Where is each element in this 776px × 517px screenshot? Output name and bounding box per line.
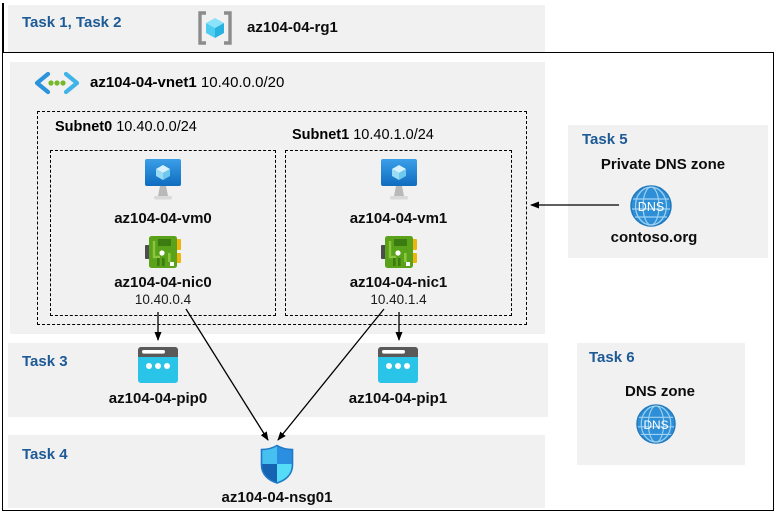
outer-border	[2, 52, 774, 511]
public-ip-icon	[138, 347, 178, 383]
task5-box	[568, 125, 768, 258]
vm-icon	[380, 159, 417, 200]
subnet0-name: Subnet0	[55, 119, 113, 135]
task6-box	[577, 343, 745, 465]
pip0-name: az104-04-pip0	[108, 390, 208, 407]
nsg-name: az104-04-nsg01	[221, 489, 333, 506]
vm0-name: az104-04-vm0	[114, 210, 212, 227]
pip1-node: az104-04-pip1	[328, 346, 468, 407]
dns-icon: DNS	[636, 404, 676, 444]
public-ip-icon	[378, 347, 418, 383]
subnet1-cidr: 10.40.1.0/24	[353, 127, 434, 143]
subnet1-content: az104-04-vm1 az104-04-nic1 10.40.1.4	[287, 158, 510, 307]
pip1-name: az104-04-pip1	[348, 390, 448, 407]
task1-2-label: Task 1, Task 2	[22, 14, 122, 31]
resource-group-icon	[198, 11, 232, 45]
vm1-name: az104-04-vm1	[349, 210, 448, 227]
task3-label: Task 3	[22, 353, 68, 370]
nic-icon	[380, 236, 417, 268]
nsg-shield-icon	[260, 444, 294, 484]
nic0-name: az104-04-nic0	[114, 274, 212, 291]
dns-icon: DNS	[630, 185, 672, 227]
vnet-icon	[34, 71, 80, 95]
task4-label: Task 4	[22, 446, 68, 463]
svg-text:DNS: DNS	[643, 418, 668, 432]
task5-label: Task 5	[582, 131, 628, 148]
task6-label: Task 6	[589, 349, 635, 366]
left-border-line	[2, 3, 4, 52]
subnet0-cidr: 10.40.0.0/24	[116, 119, 197, 135]
nic-icon	[145, 236, 181, 268]
task5-title: Private DNS zone	[600, 156, 726, 173]
nic1-name: az104-04-nic1	[349, 274, 448, 291]
task6-title: DNS zone	[624, 383, 695, 400]
vnet-box	[10, 62, 545, 334]
subnet0-box	[50, 150, 276, 316]
subnet1-label: Subnet1 10.40.1.0/24	[292, 127, 434, 143]
task1-2-band	[8, 5, 545, 52]
vnet-name: az104-04-vnet1	[90, 74, 197, 91]
task5-zone-name: contoso.org	[610, 229, 698, 246]
resource-group-name: az104-04-rg1	[247, 19, 338, 36]
subnet0-content: az104-04-vm0 az104-04-nic0 10.40.0.4	[52, 158, 274, 307]
vm-icon	[145, 159, 181, 200]
svg-text:DNS: DNS	[638, 200, 664, 214]
nic0-ip: 10.40.0.4	[134, 292, 192, 307]
pip0-node: az104-04-pip0	[88, 346, 228, 407]
nsg-node: az104-04-nsg01	[207, 444, 347, 506]
vnet-cidr: 10.40.0.0/20	[200, 74, 285, 91]
subnet1-name: Subnet1	[292, 127, 350, 143]
subnet0-label: Subnet0 10.40.0.0/24	[55, 119, 197, 135]
nic1-ip: 10.40.1.4	[370, 292, 427, 307]
vnet-title: az104-04-vnet1 10.40.0.0/20	[90, 74, 284, 91]
